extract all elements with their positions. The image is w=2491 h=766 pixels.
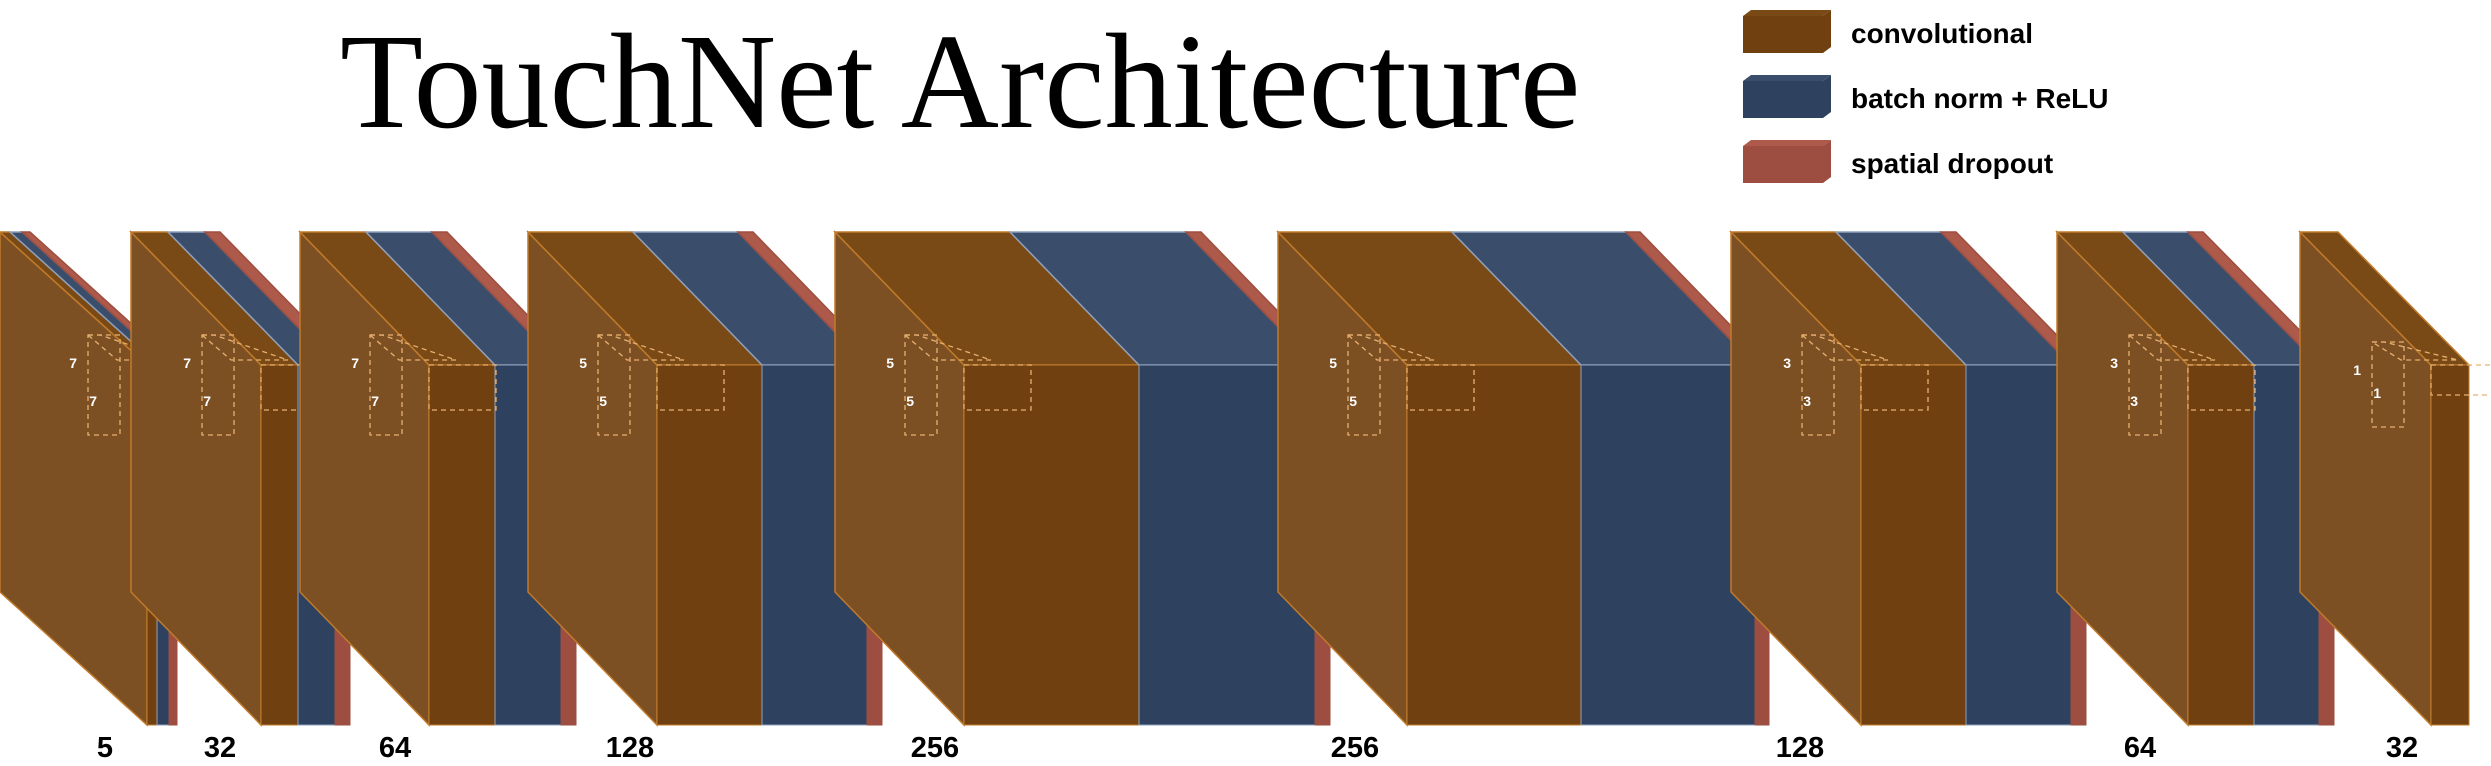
legend-label: batch norm + ReLU (1851, 83, 2108, 114)
kernel-size-label-2: 5 (906, 393, 914, 409)
batchnorm-slab-front (1965, 364, 2072, 726)
legend-swatch (1743, 16, 1823, 53)
kernel-size-label-2: 7 (203, 393, 211, 409)
conv-slab-front (260, 364, 299, 726)
legend-swatch-side (1823, 10, 1831, 53)
kernel-size-label: 1 (2353, 362, 2361, 378)
kernel-indicator (200, 334, 329, 436)
filter-count-label: 64 (379, 732, 411, 764)
kernel-indicator (1346, 334, 1475, 436)
legend-item-drop: spatial dropout (1743, 140, 2053, 183)
filter-count-label: 64 (2124, 732, 2156, 764)
conv-slab-front (656, 364, 763, 726)
kernel-indicator (903, 334, 1032, 436)
batchnorm-slab-front (1580, 364, 1756, 726)
kernel-size-label: 3 (2110, 355, 2118, 371)
kernel-indicator (596, 334, 725, 436)
legend-swatch-top (1743, 140, 1831, 146)
legend-swatch-top (1743, 10, 1831, 16)
kernel-size-label-2: 1 (2373, 385, 2381, 401)
kernel-size-label-2: 7 (371, 393, 379, 409)
conv-slab-front (1406, 364, 1582, 726)
kernel-indicator (2369, 341, 2491, 428)
layer-block-5: 5 5 256 (833, 230, 1332, 764)
filter-count-label: 32 (204, 732, 236, 764)
diagram-title: TouchNet Architecture (340, 7, 1580, 157)
layer-blocks: 7 7 5 7 7 32 7 7 64 5 5 128 5 5 256 5 5 256 3 3 128 3 3 64 11 32 (0, 230, 2491, 764)
filter-count-label: 128 (1776, 732, 1824, 764)
kernel-size-label: 7 (351, 355, 359, 371)
conv-slab-front (2187, 364, 2255, 726)
layer-block-9: 11 32 (2298, 230, 2491, 764)
kernel-size-label-2: 3 (1803, 393, 1811, 409)
kernel-size-label-2: 3 (2130, 393, 2138, 409)
kernel-size-label: 3 (1783, 355, 1791, 371)
kernel-size-label: 7 (183, 355, 191, 371)
legend-swatch-side (1823, 140, 1831, 183)
kernel-indicator (2127, 334, 2256, 436)
legend-swatch (1743, 81, 1823, 118)
conv-slab-front (428, 364, 496, 726)
conv-side-face (0, 230, 148, 727)
filter-count-label: 32 (2386, 732, 2418, 764)
filter-count-label: 256 (911, 732, 959, 764)
legend-label: convolutional (1851, 18, 2033, 49)
filter-count-label: 5 (97, 732, 113, 764)
legend-item-bn: batch norm + ReLU (1743, 75, 2108, 118)
legend-swatch-side (1823, 75, 1831, 118)
kernel-size-label-2: 5 (599, 393, 607, 409)
layer-block-8: 3 3 64 (2055, 230, 2336, 764)
legend-swatch (1743, 146, 1823, 183)
filter-count-label: 256 (1331, 732, 1379, 764)
layer-block-3: 7 7 64 (298, 230, 578, 764)
kernel-indicator (368, 334, 497, 436)
conv-slab-front (1860, 364, 1967, 726)
legend-item-conv: convolutional (1743, 10, 2033, 53)
kernel-size-label: 5 (1329, 355, 1337, 371)
kernel-size-label: 5 (886, 355, 894, 371)
kernel-size-label: 5 (579, 355, 587, 371)
conv-slab-front (2430, 364, 2470, 726)
legend-swatch-top (1743, 75, 1831, 81)
layer-block-6: 5 5 256 (1276, 230, 1771, 764)
layer-block-4: 5 5 128 (526, 230, 884, 764)
layer-block-7: 3 3 128 (1729, 230, 2088, 764)
kernel-size-label-2: 7 (89, 393, 97, 409)
legend-label: spatial dropout (1851, 148, 2053, 179)
conv-slab-front (963, 364, 1140, 726)
filter-count-label: 128 (606, 732, 654, 764)
kernel-size-label: 7 (69, 355, 77, 371)
legend: convolutional batch norm + ReLU spatial dr… (1743, 10, 2108, 183)
kernel-size-label-2: 5 (1349, 393, 1357, 409)
kernel-indicator (1800, 334, 1929, 436)
